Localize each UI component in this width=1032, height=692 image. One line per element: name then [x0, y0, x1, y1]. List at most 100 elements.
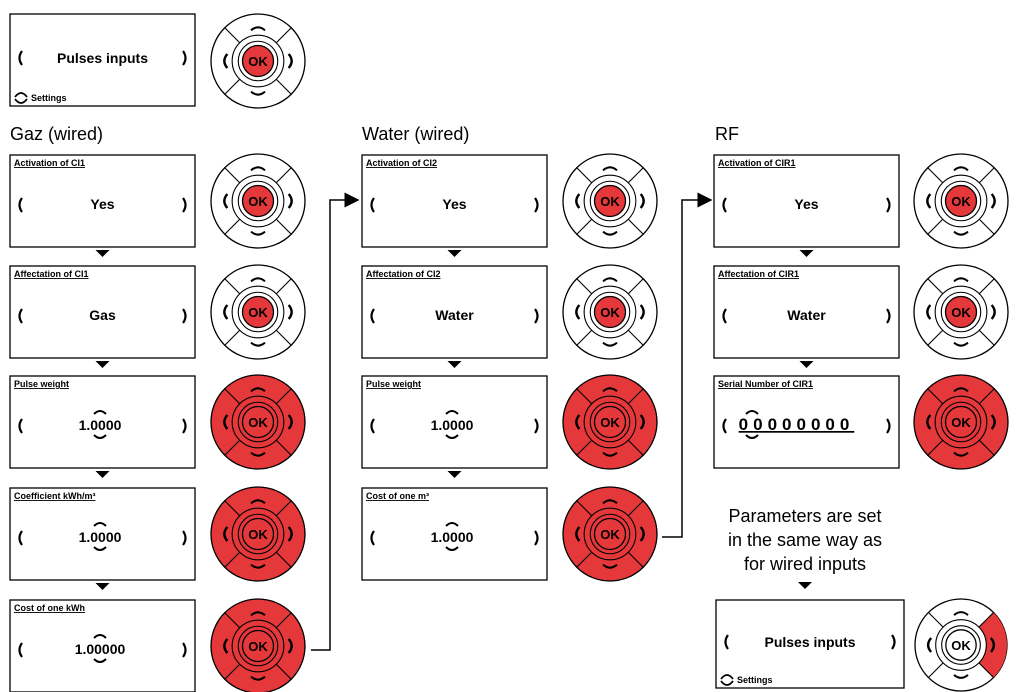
ok-button[interactable]: [593, 184, 627, 218]
ok-label: OK: [951, 638, 971, 653]
right-key-icon[interactable]: [639, 526, 645, 542]
left-key-icon[interactable]: [575, 304, 581, 320]
down-key-icon[interactable]: [602, 230, 618, 236]
keypad[interactable]: OK: [913, 264, 1009, 360]
up-key-icon[interactable]: [250, 611, 266, 617]
right-key-icon[interactable]: [287, 414, 293, 430]
down-key-icon[interactable]: [602, 451, 618, 457]
keypad[interactable]: OK: [914, 598, 1008, 692]
up-key-icon[interactable]: [250, 26, 266, 32]
right-key-icon[interactable]: [990, 304, 996, 320]
right-key-icon[interactable]: [990, 193, 996, 209]
keypad[interactable]: OK: [562, 374, 658, 470]
up-key-icon[interactable]: [602, 277, 618, 283]
screen-title: Cost of one m³: [366, 491, 429, 501]
keypad-divider: [275, 612, 292, 629]
right-key-icon[interactable]: [287, 638, 293, 654]
keypad-divider: [224, 551, 241, 568]
keypad[interactable]: OK: [562, 153, 658, 249]
right-key-icon[interactable]: [639, 304, 645, 320]
down-key-icon[interactable]: [250, 230, 266, 236]
keypad[interactable]: OK: [210, 486, 306, 582]
screen-title: Activation of CI1: [14, 158, 85, 168]
keypad[interactable]: OK: [913, 153, 1009, 249]
down-key-icon[interactable]: [250, 341, 266, 347]
left-key-icon[interactable]: [223, 638, 229, 654]
left-key-icon[interactable]: [926, 193, 932, 209]
down-arrow-icon: [799, 250, 814, 257]
left-key-icon[interactable]: [223, 304, 229, 320]
left-key-icon[interactable]: [926, 304, 932, 320]
down-key-icon[interactable]: [953, 451, 969, 457]
keypad[interactable]: OK: [210, 598, 306, 692]
down-arrow-icon: [445, 546, 459, 551]
keypad[interactable]: OK: [913, 374, 1009, 470]
right-key-icon[interactable]: [639, 193, 645, 209]
left-key-icon[interactable]: [926, 637, 933, 653]
keypad[interactable]: OK: [210, 264, 306, 360]
up-key-icon[interactable]: [602, 499, 618, 505]
screen-title: Pulse weight: [366, 379, 421, 389]
down-key-icon[interactable]: [602, 341, 618, 347]
right-key-icon[interactable]: [639, 414, 645, 430]
left-key-icon[interactable]: [223, 526, 229, 542]
down-key-icon[interactable]: [250, 563, 266, 569]
ok-button[interactable]: [241, 44, 275, 78]
left-key-icon[interactable]: [575, 193, 581, 209]
keypad-divider: [275, 500, 292, 517]
left-key-icon[interactable]: [223, 414, 229, 430]
keypad[interactable]: OK: [562, 264, 658, 360]
down-key-icon[interactable]: [250, 90, 266, 96]
left-arrow-icon: [18, 197, 23, 213]
left-key-icon[interactable]: [223, 53, 229, 69]
ok-button[interactable]: [241, 295, 275, 329]
up-key-icon[interactable]: [953, 166, 969, 172]
up-key-icon[interactable]: [953, 611, 969, 616]
keypad-divider: [627, 388, 644, 405]
keypad[interactable]: OK: [210, 374, 306, 470]
ok-button[interactable]: [593, 295, 627, 329]
keypad[interactable]: OK: [210, 13, 306, 109]
down-key-icon[interactable]: [250, 451, 266, 457]
right-key-icon[interactable]: [287, 53, 293, 69]
left-key-icon[interactable]: [575, 526, 581, 542]
ok-button[interactable]: [593, 405, 627, 439]
down-key-icon[interactable]: [602, 563, 618, 569]
down-key-icon[interactable]: [953, 230, 969, 236]
right-key-icon[interactable]: [989, 637, 996, 653]
screen-title: Affectation of CIR1: [718, 269, 799, 279]
ok-button[interactable]: [241, 629, 275, 663]
ok-button[interactable]: [945, 629, 977, 661]
down-key-icon[interactable]: [953, 341, 969, 347]
up-key-icon[interactable]: [953, 387, 969, 393]
up-key-icon[interactable]: [250, 387, 266, 393]
left-key-icon[interactable]: [926, 414, 932, 430]
ok-button[interactable]: [241, 517, 275, 551]
up-key-icon[interactable]: [250, 499, 266, 505]
ok-button[interactable]: [241, 184, 275, 218]
up-key-icon[interactable]: [250, 277, 266, 283]
ok-button[interactable]: [241, 405, 275, 439]
right-key-icon[interactable]: [287, 526, 293, 542]
down-key-icon[interactable]: [250, 675, 266, 681]
right-key-icon[interactable]: [287, 193, 293, 209]
right-key-icon[interactable]: [287, 304, 293, 320]
up-key-icon[interactable]: [953, 277, 969, 283]
left-key-icon[interactable]: [575, 414, 581, 430]
ok-button[interactable]: [593, 517, 627, 551]
up-key-icon[interactable]: [602, 166, 618, 172]
left-key-icon[interactable]: [223, 193, 229, 209]
ok-button[interactable]: [944, 295, 978, 329]
ok-button[interactable]: [944, 184, 978, 218]
down-key-icon[interactable]: [953, 674, 969, 679]
up-key-icon[interactable]: [250, 166, 266, 172]
ok-button[interactable]: [944, 405, 978, 439]
keypad[interactable]: OK: [210, 153, 306, 249]
keypad[interactable]: OK: [562, 486, 658, 582]
up-key-icon[interactable]: [602, 387, 618, 393]
right-key-icon[interactable]: [990, 414, 996, 430]
keypad-divider: [576, 278, 593, 295]
